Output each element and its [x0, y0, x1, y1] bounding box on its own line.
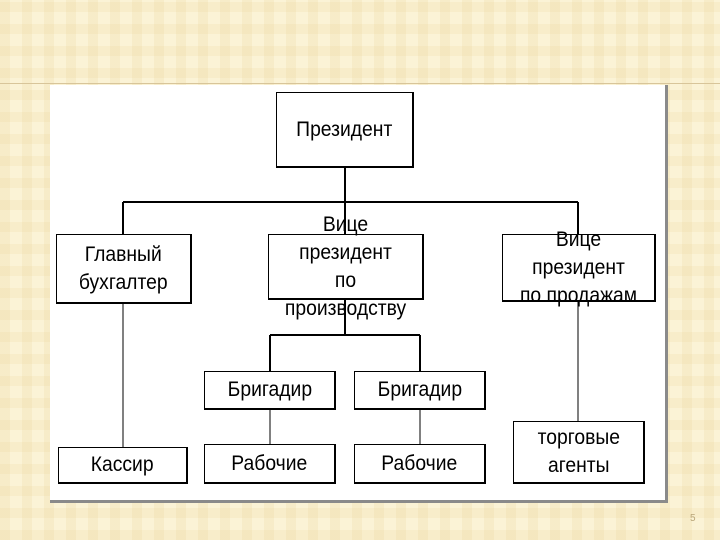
node-vp-production: Вице президент по производству [268, 213, 424, 320]
node-chief-accountant: Главный бухгалтер [56, 234, 192, 304]
node-vp-sales: Вице президент по продажам [502, 228, 656, 307]
node-workers-2-label: Рабочие [381, 451, 458, 475]
node-cashier: Кассир [58, 447, 188, 484]
node-workers-1: Рабочие [204, 444, 336, 484]
node-sales-agents: торговые агенты [513, 421, 645, 484]
node-foreman-1-label: Бригадир [227, 378, 312, 401]
node-vp-production-label: Вице президент по производству [284, 212, 407, 320]
node-chief-accountant-label: Главный бухгалтер [79, 242, 168, 294]
slide-number: 5 [690, 513, 696, 524]
node-sales-agents-label: торговые агенты [537, 426, 620, 477]
node-workers-1-label: Рабочие [231, 451, 308, 475]
node-foreman-2-label: Бригадир [377, 378, 462, 401]
node-cashier-label: Кассир [91, 453, 154, 476]
node-foreman-2: Бригадир [354, 371, 486, 410]
node-workers-2: Рабочие [354, 444, 486, 484]
node-foreman-1: Бригадир [204, 371, 336, 410]
node-vp-sales-label: Вице президент по продажам [519, 227, 638, 307]
header-divider [0, 83, 720, 84]
node-president: Президент [276, 92, 414, 168]
node-president-label: Президент [296, 117, 393, 141]
